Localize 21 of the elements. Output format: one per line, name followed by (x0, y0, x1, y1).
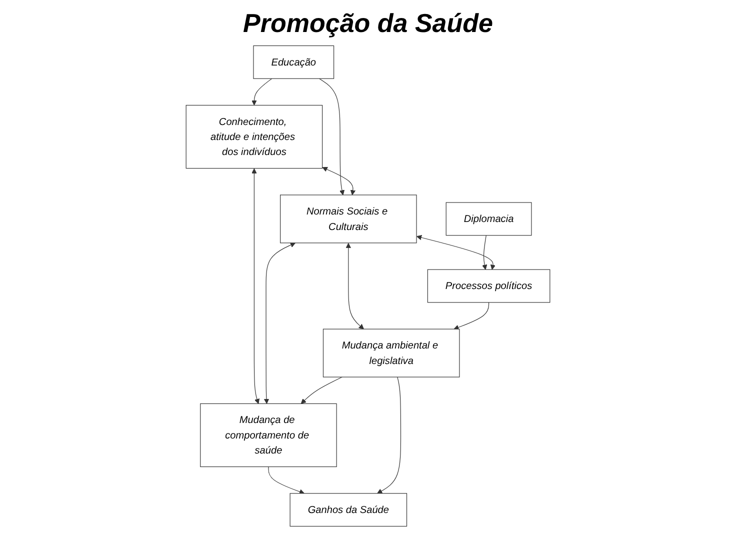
node-box: Diplomacia (446, 202, 532, 236)
node-box: Educação (253, 45, 334, 79)
arrow (300, 376, 342, 404)
arrow (268, 466, 304, 494)
arrow (252, 168, 260, 404)
arrow (252, 78, 272, 106)
arrow (482, 235, 488, 270)
arrow (318, 78, 345, 196)
diagram-title: Promoção da Saúde (242, 8, 494, 39)
node-box: Ganhos da Saúde (290, 493, 408, 527)
arrow (454, 302, 490, 330)
node-box: Processos políticos (427, 269, 550, 303)
arrow (264, 242, 296, 404)
node-box: Conhecimento, atitude e intenções dos indivíduos (186, 104, 323, 169)
arrow (416, 235, 496, 270)
node-box: Mudança ambiental e legislativa (322, 328, 460, 378)
node-box: Normais Sociais e Culturais (280, 194, 417, 244)
node-box: Mudança de comportamento de saúde (200, 403, 337, 468)
arrow (322, 166, 356, 196)
arrow (377, 376, 402, 494)
arrow (346, 242, 364, 330)
